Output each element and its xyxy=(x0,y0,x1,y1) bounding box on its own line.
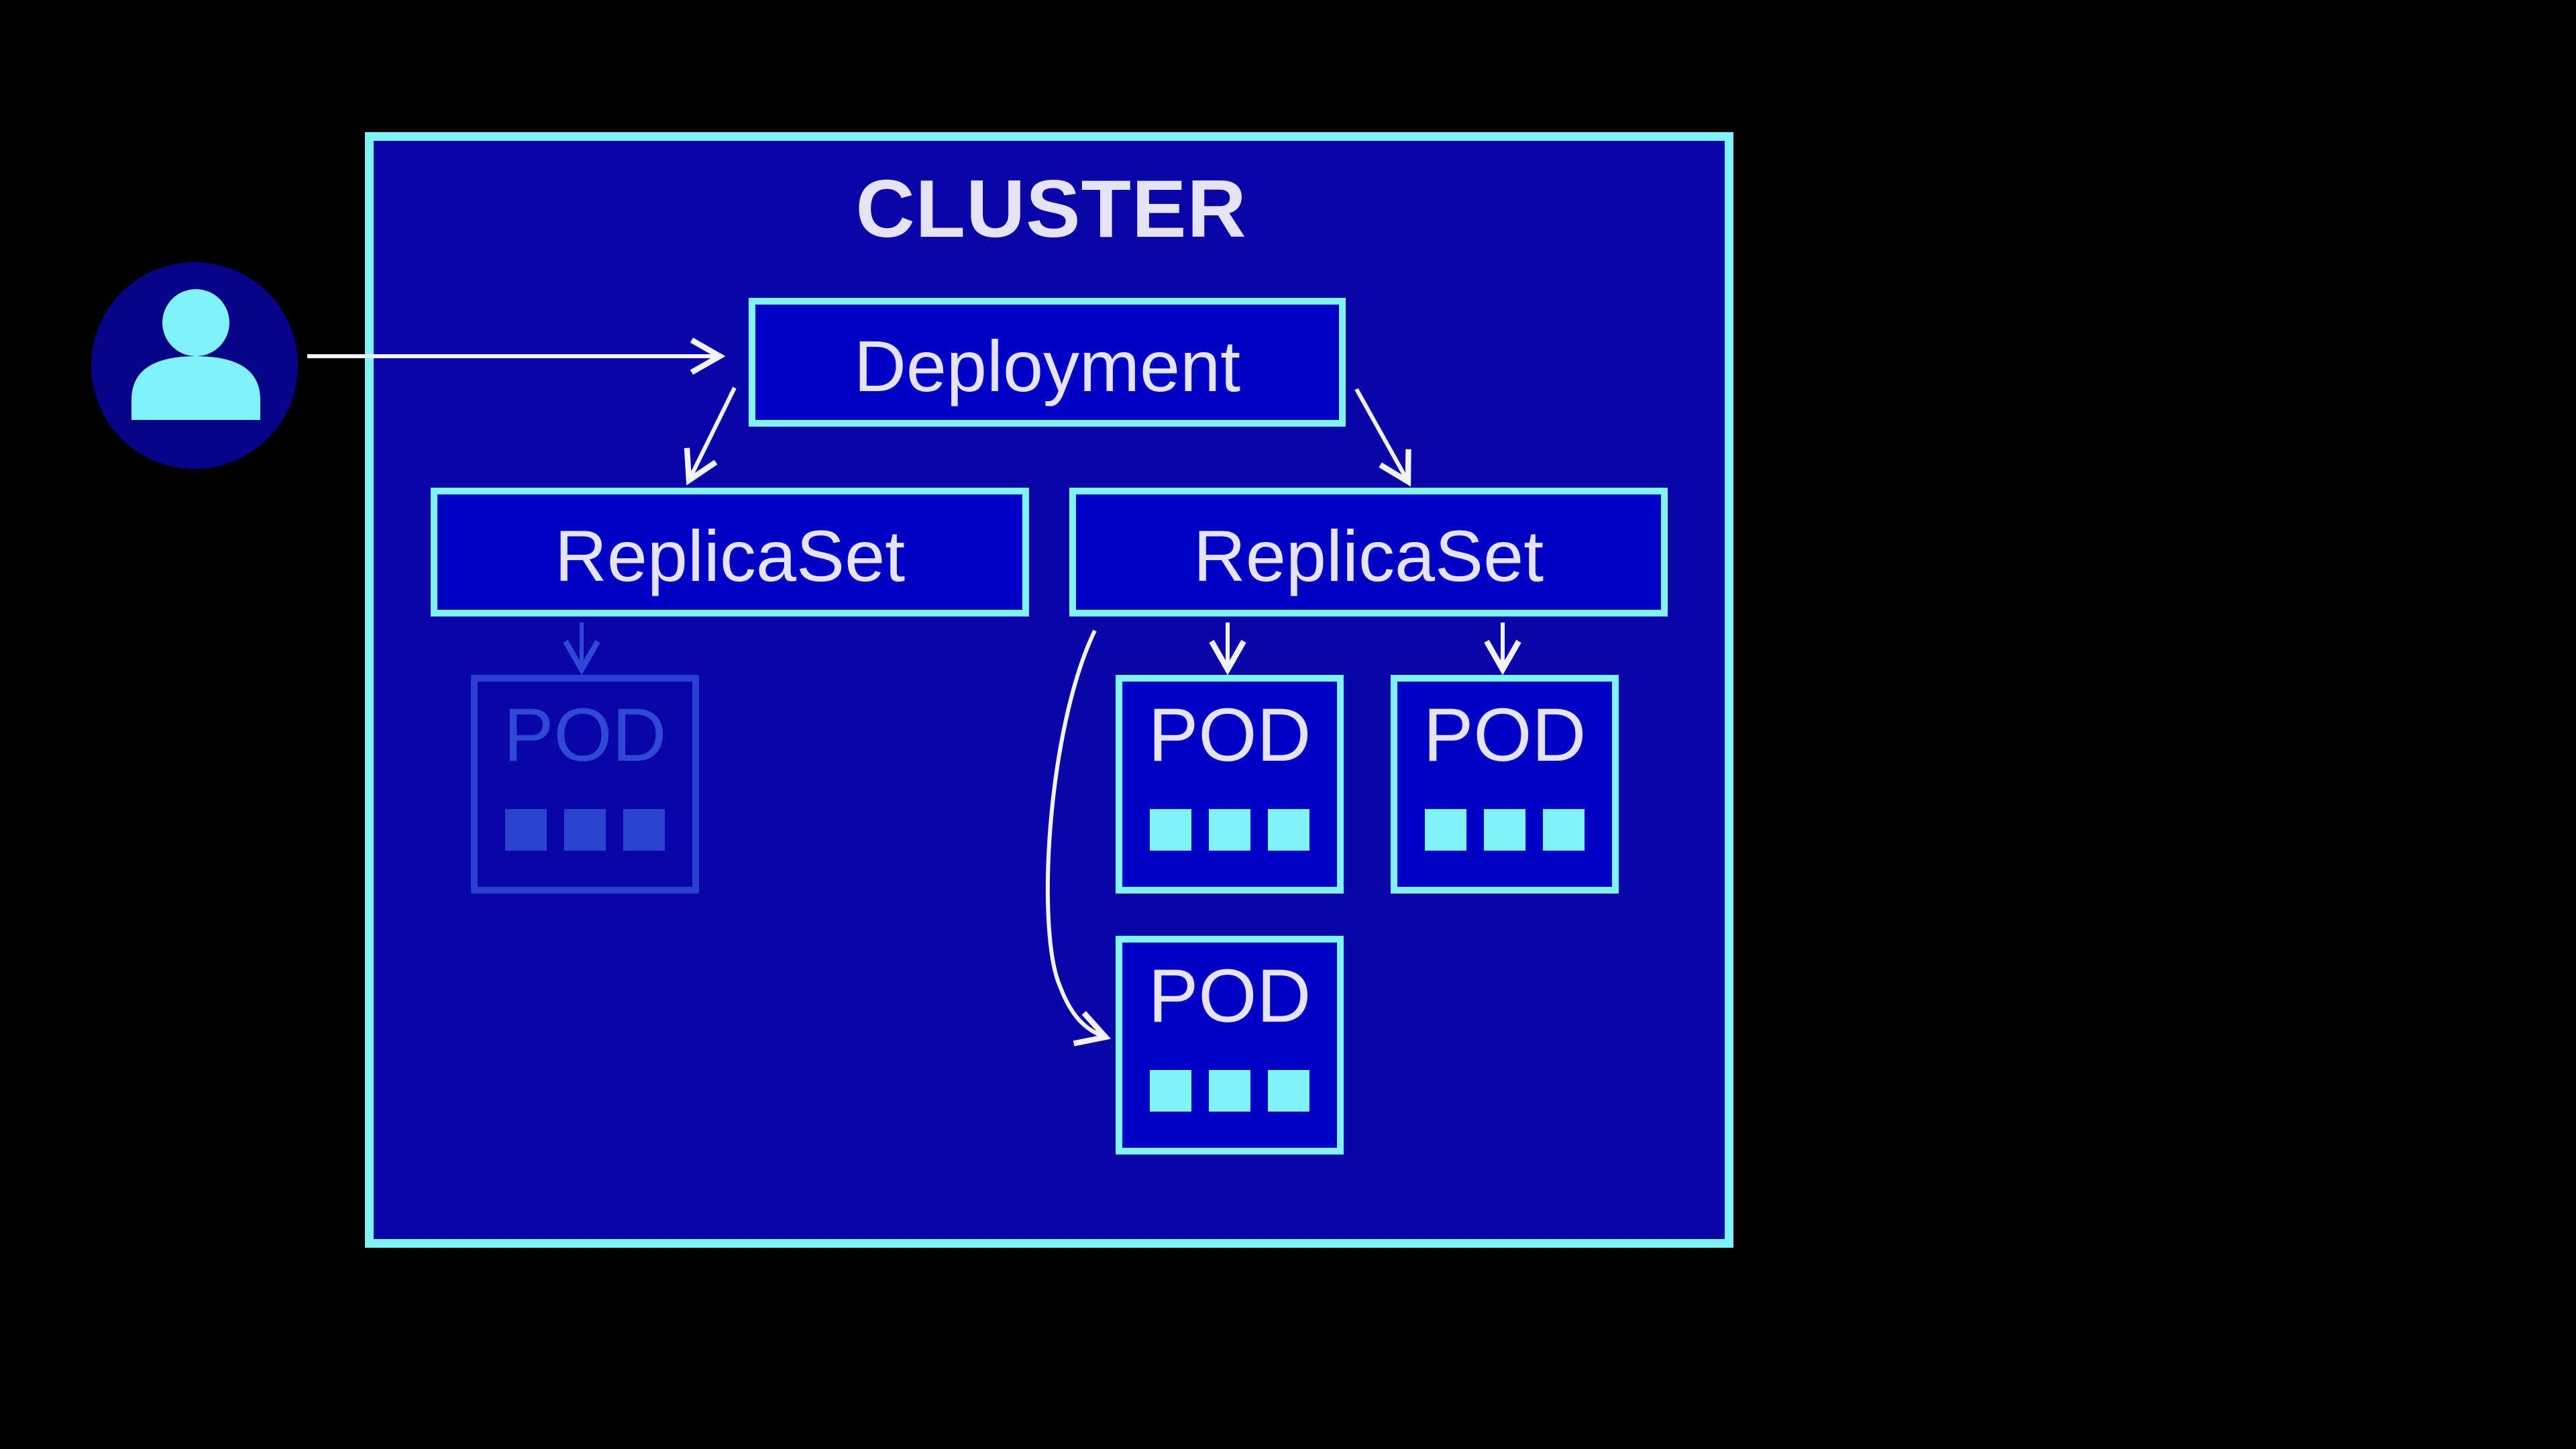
container-icon xyxy=(564,809,606,851)
container-icon xyxy=(1484,809,1525,851)
replicaset-label: ReplicaSet xyxy=(554,515,906,596)
container-icon xyxy=(1268,1070,1309,1112)
pod-active[interactable]: POD xyxy=(1391,675,1619,894)
user-icon xyxy=(131,289,260,420)
pod-terminated[interactable]: POD xyxy=(471,675,699,894)
pod-label: POD xyxy=(503,693,667,777)
container-icon xyxy=(1150,809,1191,851)
container-icon xyxy=(1209,1070,1250,1112)
container-icon xyxy=(623,809,665,851)
container-icon xyxy=(1268,809,1309,851)
replicaset-label: ReplicaSet xyxy=(1193,515,1544,596)
container-icon xyxy=(1209,809,1250,851)
replicaset-left-node[interactable]: ReplicaSet xyxy=(431,488,1029,616)
pod-containers xyxy=(1397,809,1612,851)
container-icon xyxy=(505,809,547,851)
cluster-title: CLUSTER xyxy=(855,163,1247,254)
deployment-label: Deployment xyxy=(853,325,1241,407)
pod-active[interactable]: POD xyxy=(1116,936,1344,1155)
user-avatar[interactable] xyxy=(91,262,298,469)
pod-label: POD xyxy=(1423,693,1587,777)
container-icon xyxy=(1425,809,1466,851)
container-icon xyxy=(1543,809,1585,851)
replicaset-right-node[interactable]: ReplicaSet xyxy=(1069,488,1668,616)
pod-active[interactable]: POD xyxy=(1116,675,1344,894)
deployment-node[interactable]: Deployment xyxy=(749,298,1346,427)
pod-containers xyxy=(478,809,692,851)
container-icon xyxy=(1150,1070,1191,1112)
pod-label: POD xyxy=(1148,693,1311,777)
pod-containers xyxy=(1122,1070,1337,1112)
pod-label: POD xyxy=(1148,954,1311,1038)
pod-containers xyxy=(1122,809,1337,851)
